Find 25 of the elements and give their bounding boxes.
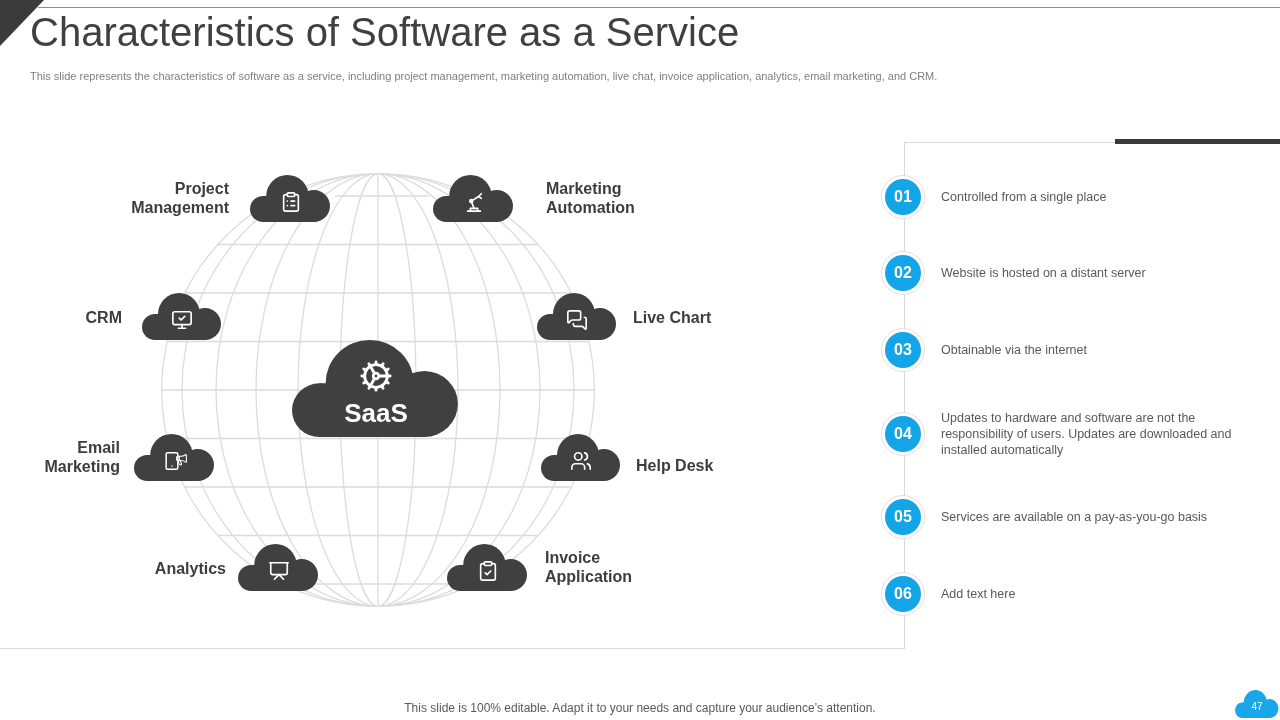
slide-title: Characteristics of Software as a Service bbox=[30, 9, 740, 56]
number-badge: 02 bbox=[881, 251, 925, 295]
item-description: Updates to hardware and software are not the responsibility of users. Updates are downloaded and installed automatically bbox=[941, 410, 1233, 458]
number-badge: 01 bbox=[881, 175, 925, 219]
cloud-label: Live Chart bbox=[633, 307, 712, 327]
number-badge: 05 bbox=[881, 495, 925, 539]
number-badge: 04 bbox=[881, 412, 925, 456]
item-description: Add text here bbox=[941, 586, 1017, 602]
cloud-label: Help Desk bbox=[636, 455, 714, 475]
item-description: Website is hosted on a distant server bbox=[941, 265, 1147, 281]
cloud-title: SaaS bbox=[344, 397, 408, 428]
number-badge: 03 bbox=[881, 328, 925, 372]
cloud-label: Invoice Application bbox=[545, 548, 634, 586]
cloud-label: CRM bbox=[85, 307, 122, 327]
number-badge: 06 bbox=[881, 572, 925, 616]
slide-subtitle: This slide represents the characteristics of software as a service, including project management, marketing automation, live chat, invoice application, analytics, email marketing, and CRM. bbox=[30, 69, 939, 83]
cloud-label: Email Marketing bbox=[43, 438, 120, 476]
cloud-label: Project Management bbox=[130, 179, 229, 217]
item-description: Controlled from a single place bbox=[941, 189, 1108, 205]
page-number: 47 bbox=[1251, 701, 1263, 714]
item-description: Services are available on a pay-as-you-go basis bbox=[941, 509, 1209, 525]
footer-note: This slide is 100% editable. Adapt it to your needs and capture your audience’s attention. bbox=[404, 701, 876, 716]
cloud-label: Analytics bbox=[154, 558, 226, 578]
cloud-label: Marketing Automation bbox=[546, 179, 636, 217]
item-description: Obtainable via the internet bbox=[941, 342, 1088, 358]
